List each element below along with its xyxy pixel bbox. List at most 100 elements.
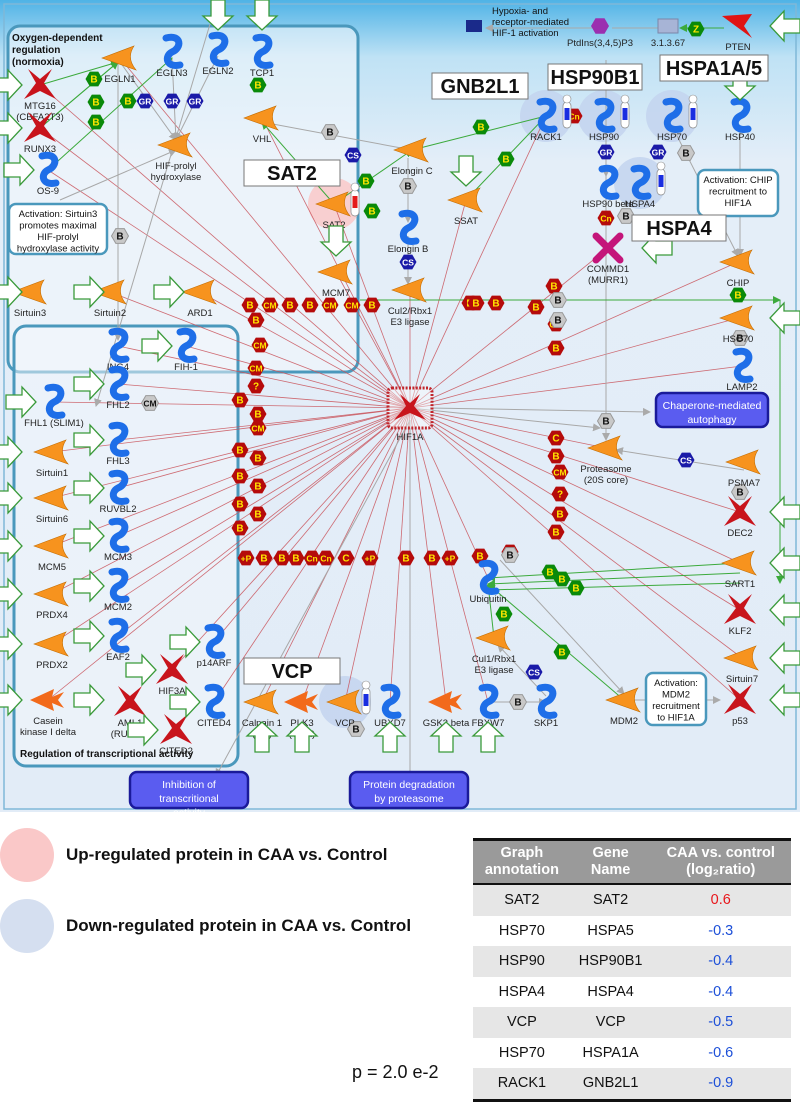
node-proteasome[interactable]: Proteasome(20S core) — [580, 435, 632, 486]
node-hsp90[interactable]: HSP90 — [589, 94, 630, 143]
badge-green: B — [85, 71, 103, 87]
node-cited4[interactable]: CITED4 — [197, 683, 231, 729]
node-sirtuin6[interactable]: Sirtuin6 — [33, 485, 69, 525]
node-hif1a[interactable]: HIF1A — [386, 386, 434, 443]
node-egln1[interactable]: EGLN1 — [101, 45, 137, 85]
kinase-icon — [428, 691, 462, 713]
node-mdm2[interactable]: MDM2 — [605, 687, 641, 727]
node-chip[interactable]: CHIP — [719, 249, 755, 289]
badge-hexagon — [346, 721, 366, 737]
node-tcp1[interactable]: TCP1 — [250, 33, 274, 79]
node-mcm7[interactable]: MCM7 — [317, 259, 353, 299]
badge-hexagon — [303, 550, 321, 566]
node-egln2[interactable]: EGLN2 — [202, 31, 234, 77]
arrow-shape — [769, 593, 800, 627]
node-prdx2[interactable]: PRDX2 — [33, 631, 69, 671]
callout-box — [243, 159, 341, 187]
node-elonginc[interactable]: Elongin C — [391, 137, 433, 177]
node-psma7[interactable]: PSMA7 — [725, 449, 761, 489]
node-eaf2[interactable]: EAF2 — [106, 617, 130, 663]
node-os9[interactable]: OS-9 — [37, 151, 60, 197]
edge-PLK3-hif1a — [301, 407, 411, 703]
node-cited2[interactable]: CITED2 — [159, 714, 193, 757]
cell-annotation: VCP — [506, 1014, 537, 1031]
node-fhl2[interactable]: FHL2 — [106, 365, 130, 411]
node-klf2[interactable]: KLF2 — [724, 594, 756, 637]
node-ec31367[interactable]: 3.1.3.67 — [651, 18, 685, 49]
badge-grey: B — [616, 208, 636, 224]
node-mtg16[interactable]: MTG16(CBFA2T3) — [16, 69, 64, 123]
protein-icon — [252, 33, 274, 69]
node-commd1[interactable]: COMMD1(MURR1) — [587, 232, 629, 286]
node-ard1[interactable]: ARD1 — [181, 279, 217, 319]
node-fhl3[interactable]: FHL3 — [106, 421, 130, 467]
node-hsc70[interactable]: HSC70 — [719, 305, 755, 345]
badge-hexagon — [547, 448, 565, 464]
badge-red: B — [397, 550, 415, 566]
node-sirtuin3[interactable]: Sirtuin3 — [11, 279, 47, 319]
node-p14arf[interactable]: p14ARF — [197, 623, 232, 669]
input-arrow-icon — [5, 385, 37, 419]
node-lamp2[interactable]: LAMP2 — [726, 347, 758, 393]
node-mcm3[interactable]: MCM3 — [104, 517, 132, 563]
node-p53[interactable]: p53 — [724, 684, 756, 727]
node-ssat[interactable]: SSAT — [447, 187, 483, 227]
node-prdx4[interactable]: PRDX4 — [33, 581, 69, 621]
badge-label: B — [254, 454, 261, 465]
node-hsp70[interactable]: HSP70 — [657, 94, 698, 143]
node-fhl1[interactable]: FHL1 (SLIM1) — [24, 383, 84, 429]
node-label: HSP70 — [657, 132, 687, 143]
badge-label: B — [306, 301, 313, 312]
protein-icon — [208, 31, 230, 67]
badge-green: B — [541, 564, 559, 580]
node-vcp[interactable]: VCP — [326, 680, 371, 729]
enzyme-icon — [33, 631, 69, 657]
badge-hexagon — [547, 524, 565, 540]
kinase-icon — [284, 691, 318, 713]
badge-hexagon — [596, 413, 616, 429]
node-dec2[interactable]: DEC2 — [724, 496, 756, 539]
badge-blue: CS — [344, 147, 362, 163]
node-hsp90beta[interactable]: HSP90 beta — [582, 164, 634, 210]
badge-hexagon — [317, 550, 335, 566]
input-arrow-icon — [769, 683, 800, 717]
node-sirtuin2[interactable]: Sirtuin2 — [91, 279, 127, 319]
enzyme-icon — [725, 449, 761, 475]
input-arrow-icon — [73, 569, 105, 603]
node-label: Elongin B — [388, 244, 429, 255]
node-hspa4[interactable]: HSPA4 — [625, 161, 666, 210]
node-skp1[interactable]: SKP1 — [534, 683, 558, 729]
arrow-shape — [769, 683, 800, 717]
node-ubiquitin[interactable]: Ubiquitin — [470, 559, 507, 605]
node-hsp40[interactable]: HSP40 — [725, 97, 755, 143]
node-fih1[interactable]: FIH-1 — [174, 327, 198, 373]
node-sirtuin7[interactable]: Sirtuin7 — [723, 645, 759, 685]
node-ruvbl2[interactable]: RUVBL2 — [100, 469, 137, 515]
badge-label: B — [402, 554, 409, 565]
node-mcm5[interactable]: MCM5 — [33, 533, 69, 573]
node-pten[interactable]: PTEN — [722, 14, 752, 53]
arrow-shape — [769, 495, 800, 529]
outcome-inhib[interactable]: Inhibition oftranscritionalactivity — [128, 770, 250, 812]
node-mcm2[interactable]: MCM2 — [104, 567, 132, 613]
badge-hexagon — [237, 550, 255, 566]
note-box — [696, 168, 780, 218]
node-ptdins[interactable]: PtdIns(3,4,5)P3 — [567, 18, 633, 49]
node-elonginb[interactable]: Elongin B — [388, 209, 429, 255]
node-runx3[interactable]: RUNX3 — [24, 112, 56, 155]
node-egln3[interactable]: EGLN3 — [156, 33, 188, 79]
node-sirtuin1[interactable]: Sirtuin1 — [33, 439, 69, 479]
node-hif3a[interactable]: HIF3A — [156, 654, 188, 697]
node-sart1[interactable]: SART1 — [721, 550, 757, 590]
badge-label: B — [552, 344, 559, 355]
node-rack1[interactable]: RACK1 — [530, 94, 572, 143]
node-label: HSP90 beta — [582, 199, 634, 210]
node-vhl[interactable]: VHL — [243, 105, 279, 145]
